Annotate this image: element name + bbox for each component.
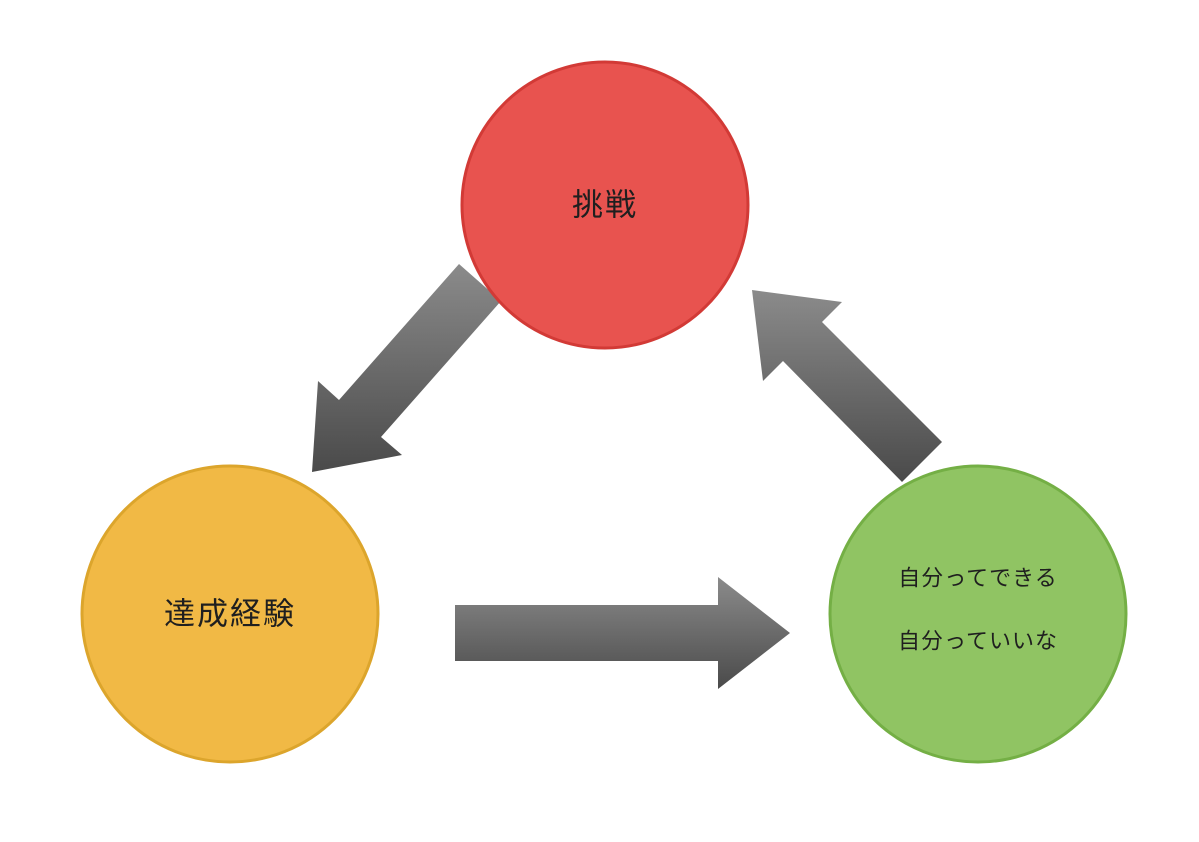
arrow-achievement-to-self-affirmation bbox=[455, 577, 790, 689]
node-achievement-label: 達成経験 bbox=[164, 597, 296, 632]
node-self-affirmation-label-line1: 自分ってできる bbox=[898, 566, 1057, 591]
node-achievement-circle bbox=[80, 464, 380, 764]
node-challenge-label: 挑戦 bbox=[572, 188, 638, 223]
arrow-challenge-to-achievement bbox=[312, 264, 501, 472]
node-self-affirmation-label-line2: 自分っていいな bbox=[898, 629, 1058, 654]
node-self-affirmation-circle bbox=[828, 464, 1128, 764]
arrow-self-affirmation-to-challenge bbox=[752, 290, 942, 482]
node-challenge-circle bbox=[460, 60, 750, 350]
